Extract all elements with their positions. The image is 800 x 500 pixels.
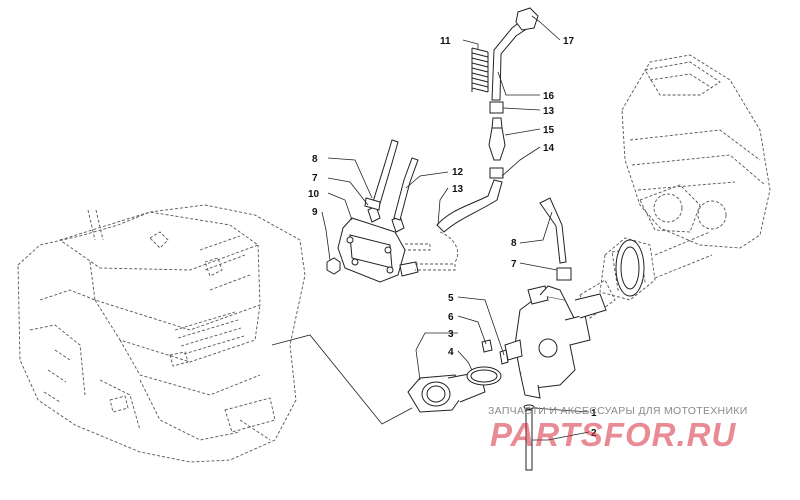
callout-16: 16 [543, 91, 555, 102]
callout-10: 10 [308, 189, 320, 200]
callout-5: 5 [448, 293, 454, 304]
fuel-filter-15 [488, 117, 506, 161]
callout-6: 6 [448, 312, 454, 323]
clamp-13-lower [489, 167, 504, 179]
callout-labels: 8 7 10 9 12 13 11 17 16 13 15 14 8 7 5 6… [308, 36, 597, 439]
callout-13-upper: 13 [543, 106, 555, 117]
cap-17 [515, 7, 539, 31]
engine-block [17, 204, 306, 463]
clamp-7-right [556, 267, 572, 281]
clamp-7-upper [364, 197, 381, 211]
callout-8-right: 8 [511, 238, 517, 249]
hose-12 [393, 157, 419, 221]
callout-1: 1 [591, 408, 597, 419]
callout-4: 4 [448, 347, 454, 358]
callout-9: 9 [312, 207, 318, 218]
nut-9 [326, 257, 341, 275]
hose-14 [436, 179, 503, 233]
callout-13-lower: 13 [452, 184, 464, 195]
callout-7-left: 7 [312, 173, 318, 184]
engine-fins [174, 311, 245, 355]
hose-8-right [539, 197, 567, 264]
clamp-13-upper [489, 101, 504, 114]
callout-12: 12 [452, 167, 464, 178]
o-ring-1 [523, 404, 535, 410]
spring-11 [471, 47, 489, 93]
hose-16 [491, 21, 526, 101]
hose-8-upper [371, 139, 399, 208]
callout-15: 15 [543, 125, 555, 136]
intake-flange-3 [407, 371, 486, 413]
watermark-logo: PARTSFOR.RU [490, 416, 737, 453]
screw-6 [481, 339, 493, 353]
hose-clamp-4 [466, 366, 502, 386]
callout-17: 17 [563, 36, 575, 47]
screw-5 [499, 349, 509, 365]
pump-bolts [405, 243, 456, 271]
assembly-link-line [271, 334, 413, 425]
pulse-hose-dashed [439, 231, 459, 263]
fuel-pump [337, 205, 419, 283]
callout-8-left: 8 [312, 154, 318, 165]
drain-tube-2 [525, 409, 533, 471]
callout-3: 3 [448, 329, 454, 340]
air-filter-box [621, 54, 771, 249]
leader-lines [321, 15, 590, 441]
callout-14: 14 [543, 143, 555, 154]
callout-2: 2 [591, 428, 597, 439]
callout-7-right: 7 [511, 259, 517, 270]
carburetor [504, 285, 607, 399]
intake-clamp [615, 239, 645, 297]
callout-11: 11 [440, 36, 451, 47]
watermark-caption: ЗАПЧАСТИ И АКСЕССУАРЫ ДЛЯ МОТОТЕХНИКИ [488, 405, 748, 417]
